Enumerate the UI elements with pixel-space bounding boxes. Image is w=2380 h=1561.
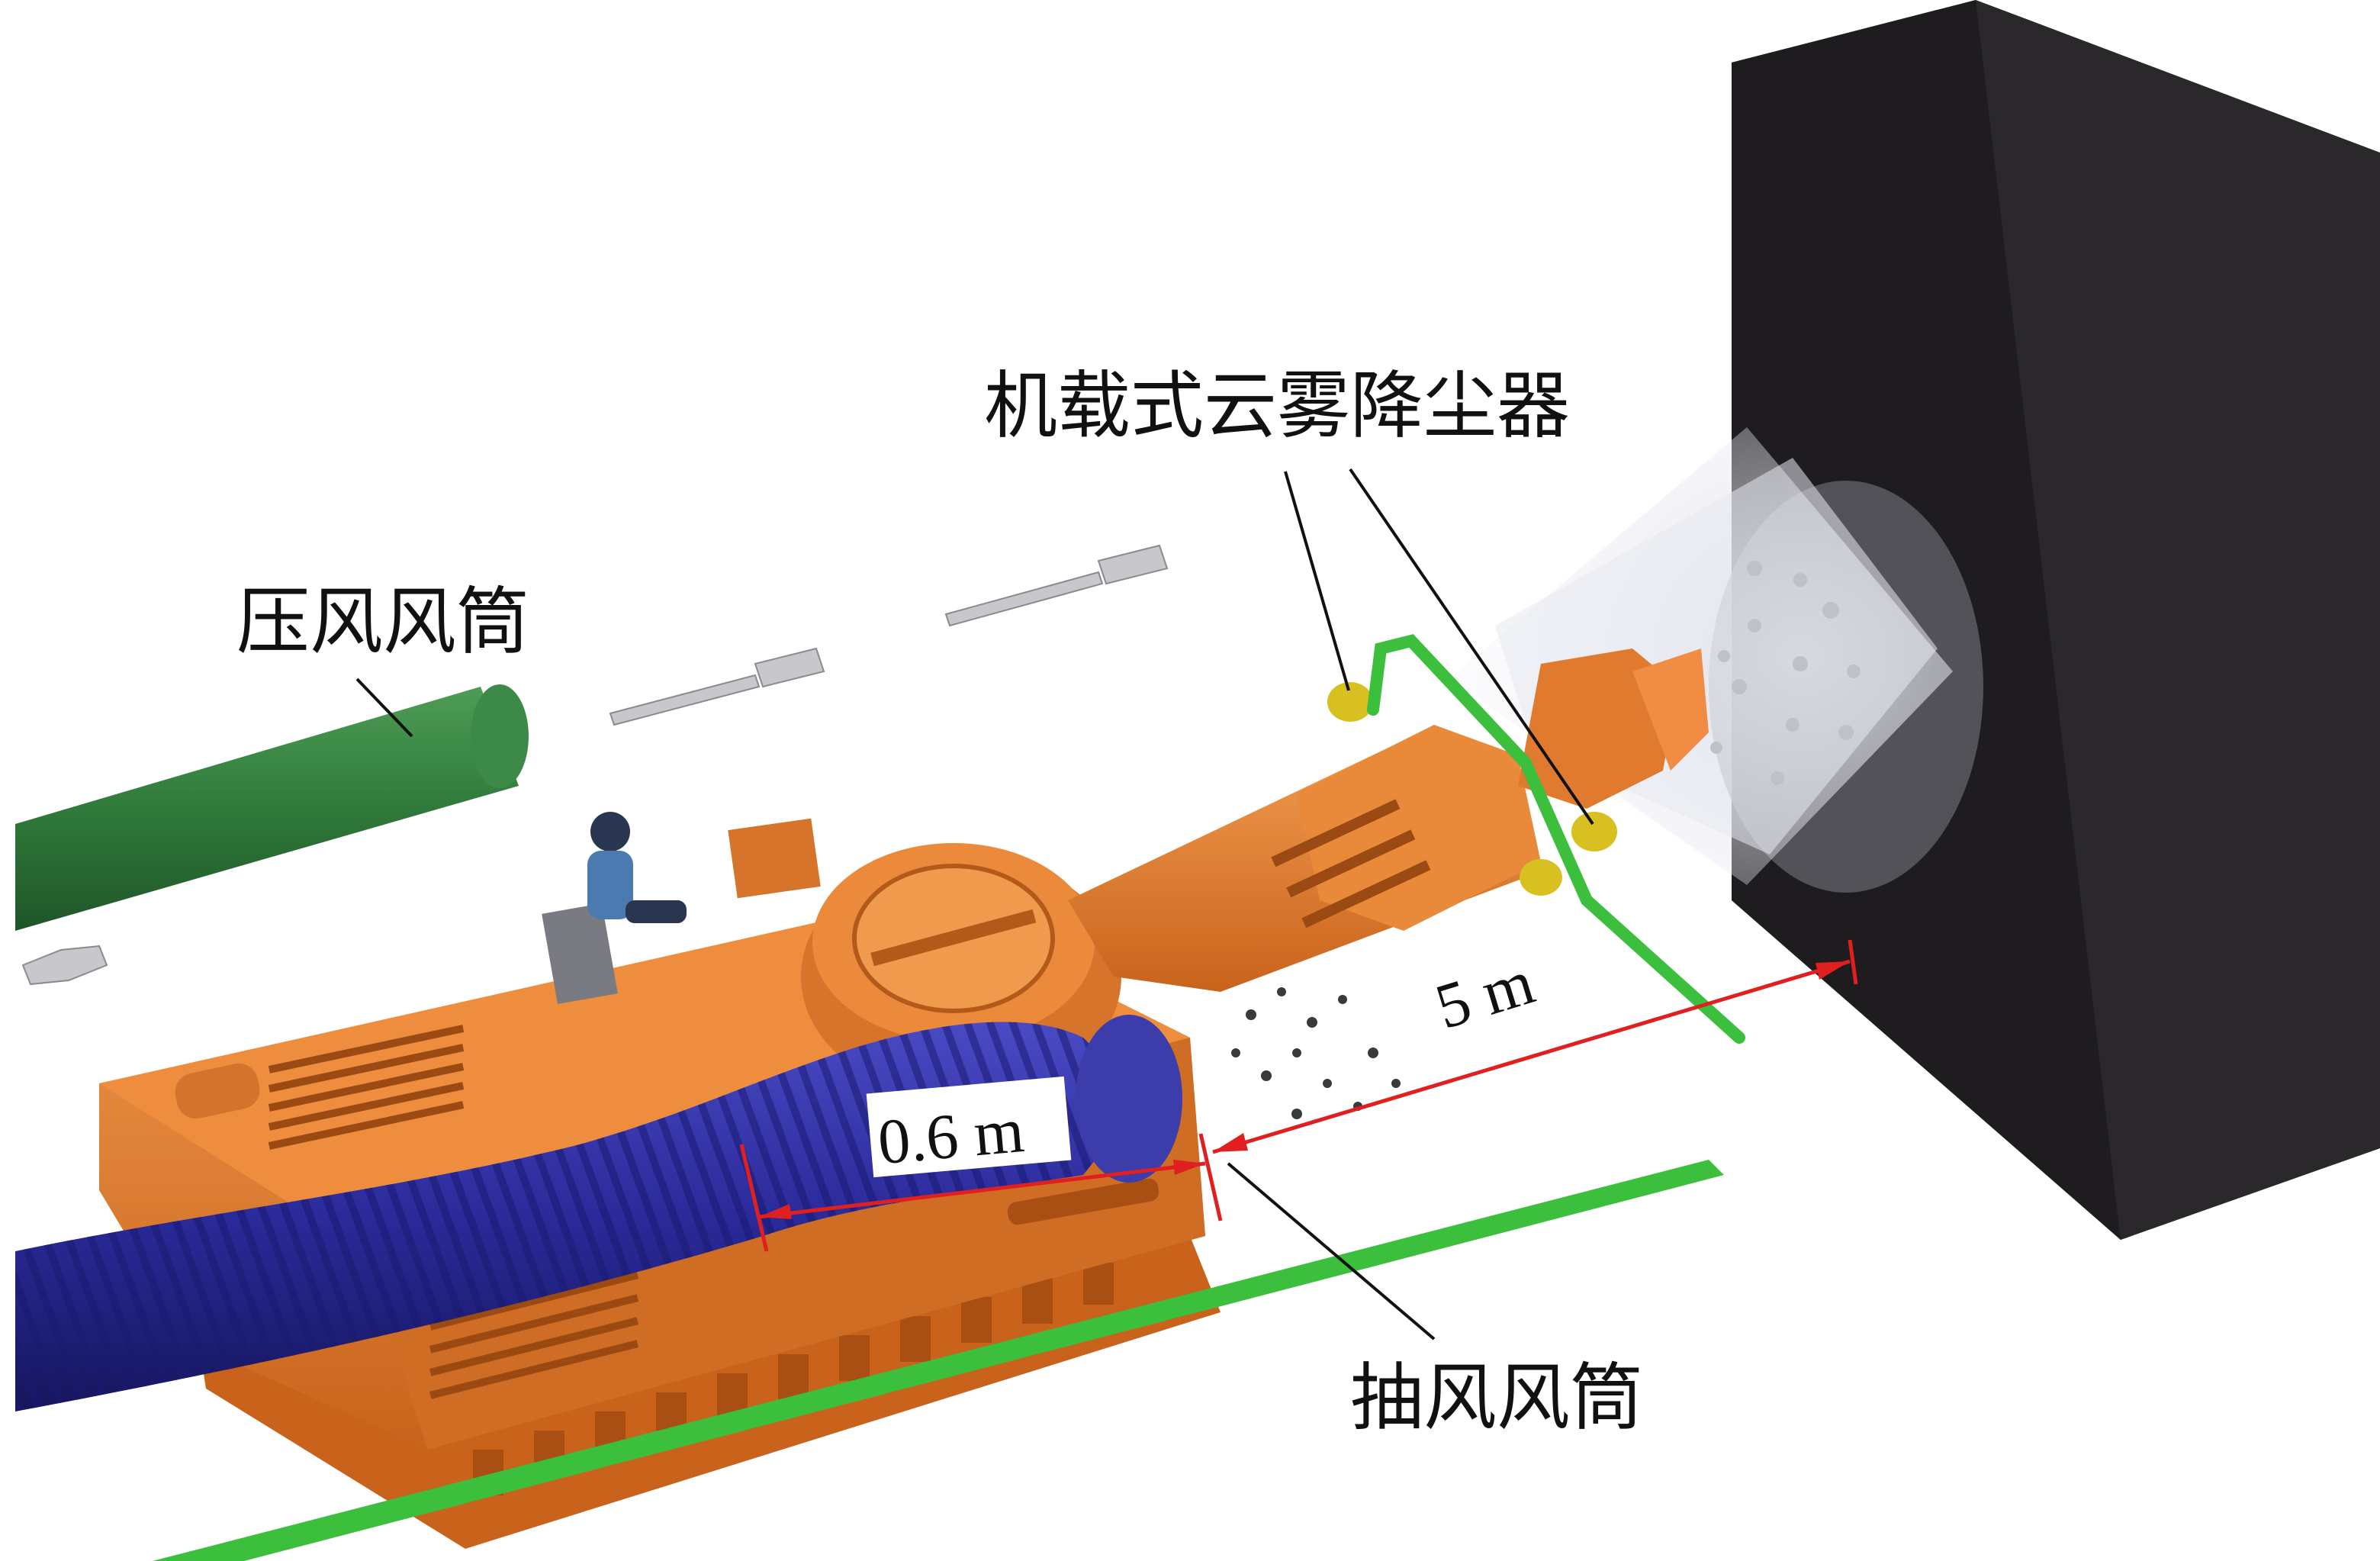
anchor-bolts [21, 544, 1169, 986]
guide-rail [153, 1160, 1724, 1561]
operator-cab [542, 812, 821, 1005]
person-icon [587, 812, 687, 923]
dimension-0-6m [739, 1144, 1206, 1252]
dimension-label-box [866, 1076, 1072, 1178]
label-dimension-short: 0.6 m [875, 1095, 1027, 1178]
dimension-5m [1198, 939, 1858, 1221]
cutting-boom [1068, 649, 1709, 992]
dust-particles [1231, 987, 1401, 1119]
press-air-duct [15, 684, 529, 931]
leader-lines [355, 468, 1594, 1341]
label-press-air-duct: 压风风筒 [236, 579, 529, 665]
dimension-label-box [1388, 921, 1587, 1055]
label-airborne-dust-suppressor: 机载式云雾降尘器 [984, 363, 1570, 449]
water-pipe [1367, 634, 1745, 1044]
exhaust-air-duct [15, 1015, 1182, 1411]
label-exhaust-air-duct: 抽风风筒 [1350, 1355, 1643, 1440]
dust-suppressor-units [1327, 682, 1617, 896]
